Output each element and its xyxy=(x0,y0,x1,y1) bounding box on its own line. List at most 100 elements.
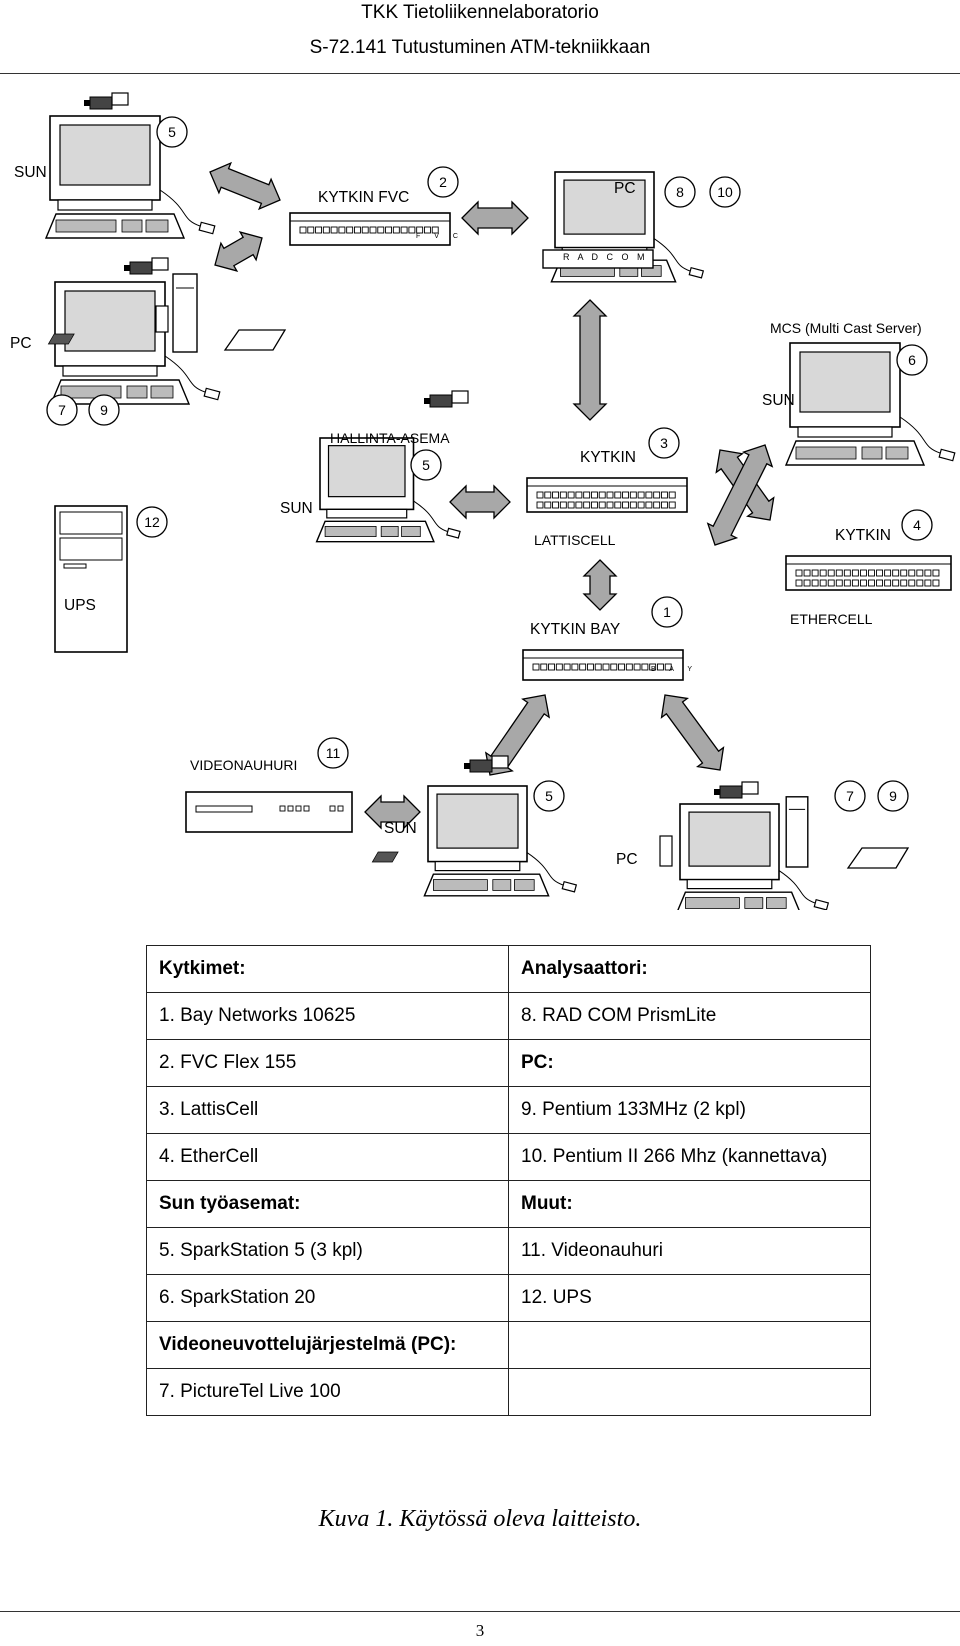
camera-top xyxy=(111,92,129,106)
camera-hallinta xyxy=(424,390,469,408)
switch-port xyxy=(811,569,819,577)
switch-port xyxy=(892,579,900,587)
switch-port xyxy=(653,501,661,509)
arrow-bay-sun xyxy=(484,694,551,776)
switch-port xyxy=(536,491,544,499)
mouse-cable xyxy=(526,852,564,886)
camera-pc-bottom xyxy=(714,781,759,799)
equipment-legend: Kytkimet:Analysaattori:1. Bay Networks 1… xyxy=(146,945,871,1416)
label-pc-bottom: PC xyxy=(616,851,638,868)
switch-port xyxy=(660,501,668,509)
ups-unit xyxy=(54,505,128,653)
badge-8: 8 xyxy=(664,176,696,208)
badge-circle xyxy=(877,780,909,812)
keyboard-keys xyxy=(324,526,377,538)
badge-circle xyxy=(651,596,683,628)
monitor-base xyxy=(326,508,408,519)
switch-port xyxy=(571,663,579,671)
switch-port xyxy=(637,491,645,499)
switch-port xyxy=(606,491,614,499)
switch-port xyxy=(629,491,637,499)
connection-arrow xyxy=(364,794,421,830)
switch-port xyxy=(668,491,676,499)
badge-number: 3 xyxy=(660,435,668,451)
badge-circle xyxy=(834,780,866,812)
badge-circle xyxy=(156,116,188,148)
connection-arrow xyxy=(449,484,511,520)
badge-number: 11 xyxy=(326,745,341,761)
switch-port xyxy=(590,491,598,499)
footer-rule xyxy=(0,1611,960,1612)
keyboard-keys xyxy=(121,219,143,233)
header-course: S-72.141 Tutustuminen ATM-tekniikkaan xyxy=(309,37,651,58)
badge-circle xyxy=(410,449,442,481)
arrow-ether-mcs xyxy=(706,444,774,546)
arrow-hallinta-lattis xyxy=(449,484,511,520)
legend-row: 5. SparkStation 5 (3 kpl)11. Videonauhur… xyxy=(146,1227,871,1275)
monitor-base xyxy=(57,199,153,211)
ups-panel xyxy=(59,511,123,535)
switch-port xyxy=(583,501,591,509)
switch-port xyxy=(377,226,385,234)
switch-fvc xyxy=(289,212,451,246)
keyboard-keys xyxy=(432,879,488,891)
badge-10: 10 xyxy=(709,176,741,208)
switch-port xyxy=(322,226,330,234)
switch-port xyxy=(835,569,843,577)
arrow-fvc-radcom xyxy=(461,200,529,236)
badge-number: 6 xyxy=(908,352,916,368)
camera-top xyxy=(151,257,169,271)
badge-5-hallinta: 5 xyxy=(410,449,442,481)
switch-port xyxy=(908,569,916,577)
badge-number: 7 xyxy=(846,788,854,804)
badge-4: 4 xyxy=(901,509,933,541)
page-number: 3 xyxy=(475,1621,485,1640)
switch-port xyxy=(548,663,556,671)
camera-lens xyxy=(714,789,720,795)
badge-circle xyxy=(664,176,696,208)
phone-keypad xyxy=(371,851,399,863)
label-radcom: R A D C O M xyxy=(563,252,648,262)
radcom-box xyxy=(542,249,654,269)
vcr-button xyxy=(337,805,344,812)
switch-port xyxy=(622,501,630,509)
badge-number: 8 xyxy=(676,184,684,200)
switch-port xyxy=(835,579,843,587)
switch-port xyxy=(583,491,591,499)
badge-number: 1 xyxy=(663,604,671,620)
badge-number: 9 xyxy=(889,788,897,804)
legend-cell-right: 11. Videonauhuri xyxy=(508,1227,871,1275)
switch-port xyxy=(559,501,567,509)
camera-top xyxy=(491,755,509,769)
switch-port xyxy=(819,579,827,587)
label-bay-panel: B A Y xyxy=(651,666,698,673)
label-kytkin-ether: KYTKIN xyxy=(835,527,891,544)
switch-port xyxy=(423,226,431,234)
camera-sun-top xyxy=(84,92,129,110)
badge-circle xyxy=(648,427,680,459)
switch-port xyxy=(900,579,908,587)
switch-port xyxy=(575,501,583,509)
camera-lens xyxy=(464,763,470,769)
legend-cell-right: 9. Pentium 133MHz (2 kpl) xyxy=(508,1086,871,1134)
switch-port xyxy=(876,569,884,577)
ups-led xyxy=(63,563,87,569)
switch-port xyxy=(385,226,393,234)
arrow-pc-fvc xyxy=(214,231,263,272)
phone-left xyxy=(47,329,287,351)
switch-port xyxy=(353,226,361,234)
legend-cell-right: 12. UPS xyxy=(508,1274,871,1322)
arrow-bay-pc xyxy=(660,694,725,771)
badge-7-right: 7 xyxy=(834,780,866,812)
switch-port xyxy=(900,569,908,577)
mouse-cable xyxy=(159,189,201,227)
label-sun-mcs: SUN xyxy=(762,392,795,409)
switch-port xyxy=(544,501,552,509)
arrow-vcr-sun xyxy=(364,794,421,830)
header-rule xyxy=(0,73,960,74)
switch-port xyxy=(803,569,811,577)
switch-port xyxy=(637,501,645,509)
vcr-button xyxy=(287,805,294,812)
